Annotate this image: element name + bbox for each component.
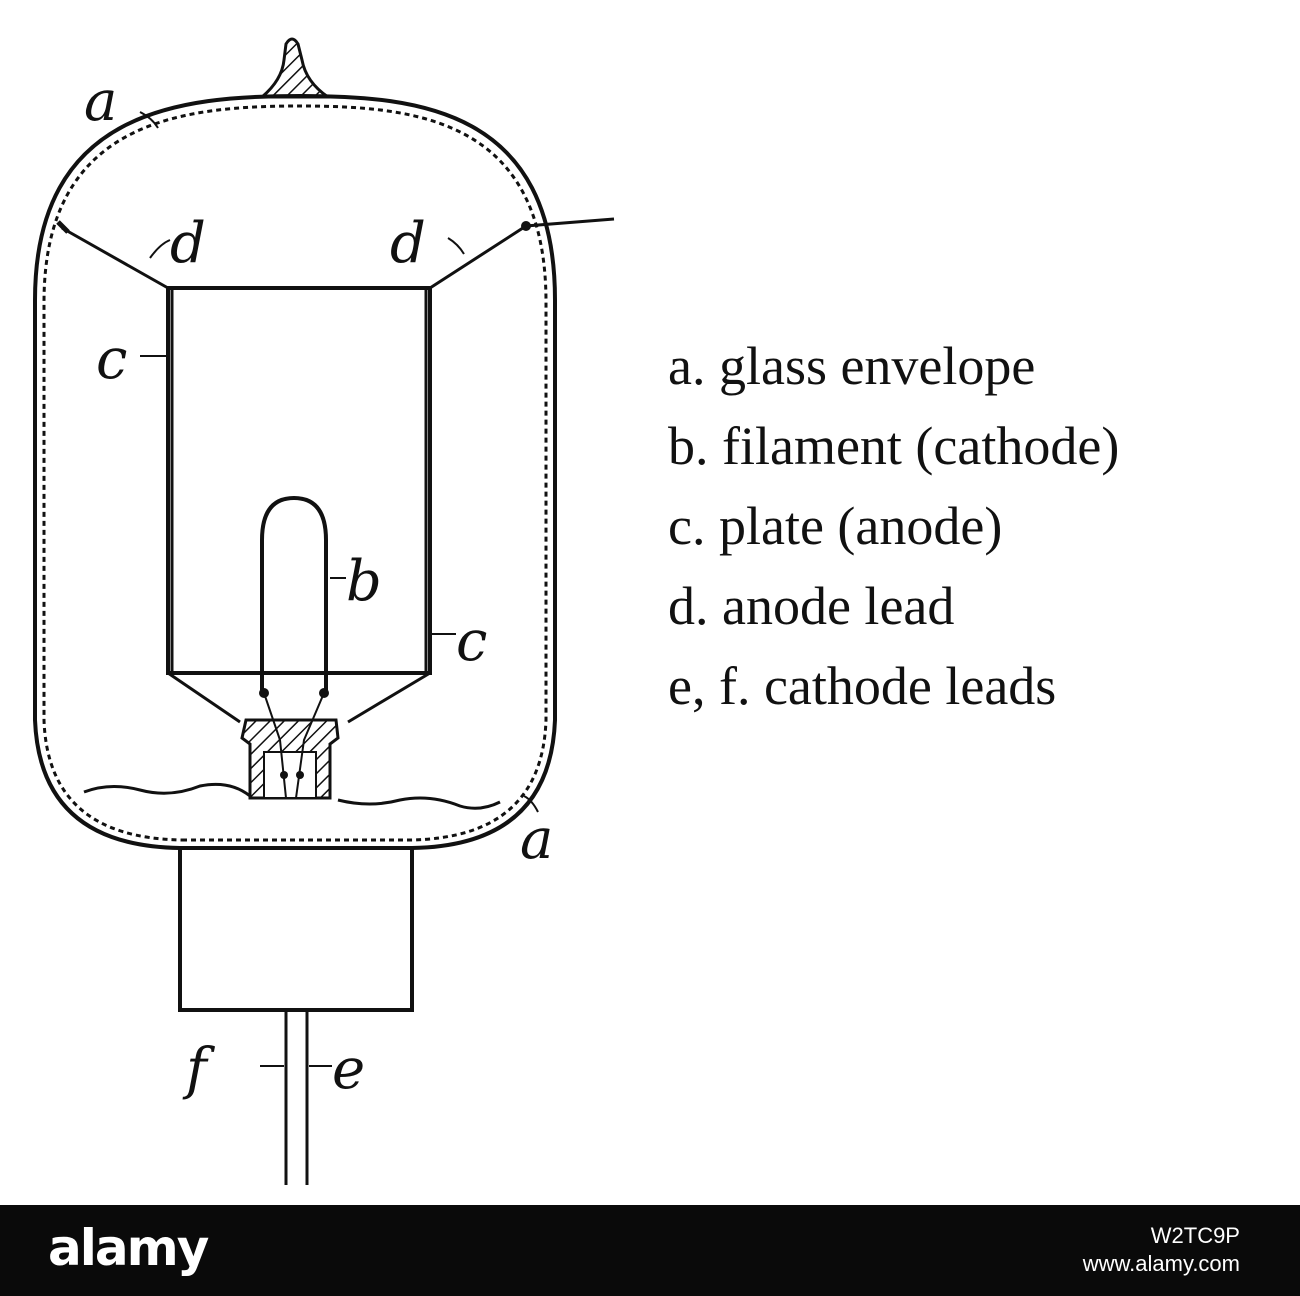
- glass-envelope-inner: [42, 104, 548, 842]
- alamy-logo: alamy: [48, 1219, 209, 1277]
- base-cap: [178, 846, 414, 1012]
- footer-info: W2TC9P www.alamy.com: [1083, 1222, 1240, 1278]
- legend-item-b: b. filament (cathode): [668, 416, 1120, 476]
- anode-lead-right-seal: [521, 221, 531, 231]
- leader-a-top: [139, 111, 159, 129]
- label-e: e: [332, 1037, 365, 1102]
- image-id: W2TC9P: [1150, 1223, 1240, 1248]
- label-f: f: [182, 1037, 216, 1102]
- footer-url: www.alamy.com: [1082, 1251, 1240, 1276]
- plate-support-left: [167, 671, 241, 724]
- stem-wire-dot-left: [280, 771, 288, 779]
- legend-item-d: d. anode lead: [668, 576, 955, 636]
- anode-lead-right: [429, 217, 615, 290]
- label-c-left: c: [96, 327, 127, 392]
- legend-item-c: c. plate (anode): [668, 496, 1003, 556]
- label-b: b: [346, 549, 382, 614]
- label-d-left: d: [170, 211, 206, 276]
- label-d-right: d: [390, 211, 426, 276]
- anode-lead-left: [61, 226, 169, 290]
- vacuum-tube-diagram: a a b c c d d f e: [33, 37, 615, 1185]
- label-a-top: a: [84, 69, 117, 134]
- label-a-bottom: a: [520, 807, 553, 872]
- exhaust-tip: [257, 37, 333, 99]
- parts-legend: a. glass envelope b. filament (cathode) …: [668, 326, 1119, 726]
- legend-item-a: a. glass envelope: [668, 336, 1036, 396]
- label-c-right: c: [456, 609, 487, 674]
- leader-d-right: [447, 237, 465, 255]
- stem-wire-dot-right: [296, 771, 304, 779]
- anode-lead-left-seal: [56, 220, 70, 234]
- leader-a-bottom: [523, 795, 539, 813]
- legend-item-e-f: e, f. cathode leads: [668, 656, 1057, 716]
- filament-cathode: [260, 495, 328, 690]
- leader-d-left: [149, 239, 171, 259]
- watermark-footer-bar: alamy W2TC9P www.alamy.com: [0, 1205, 1300, 1296]
- base-seal-line: [83, 782, 501, 810]
- plate-support-right: [347, 671, 431, 724]
- plate-anode: [166, 286, 432, 675]
- stem-window: [263, 751, 317, 799]
